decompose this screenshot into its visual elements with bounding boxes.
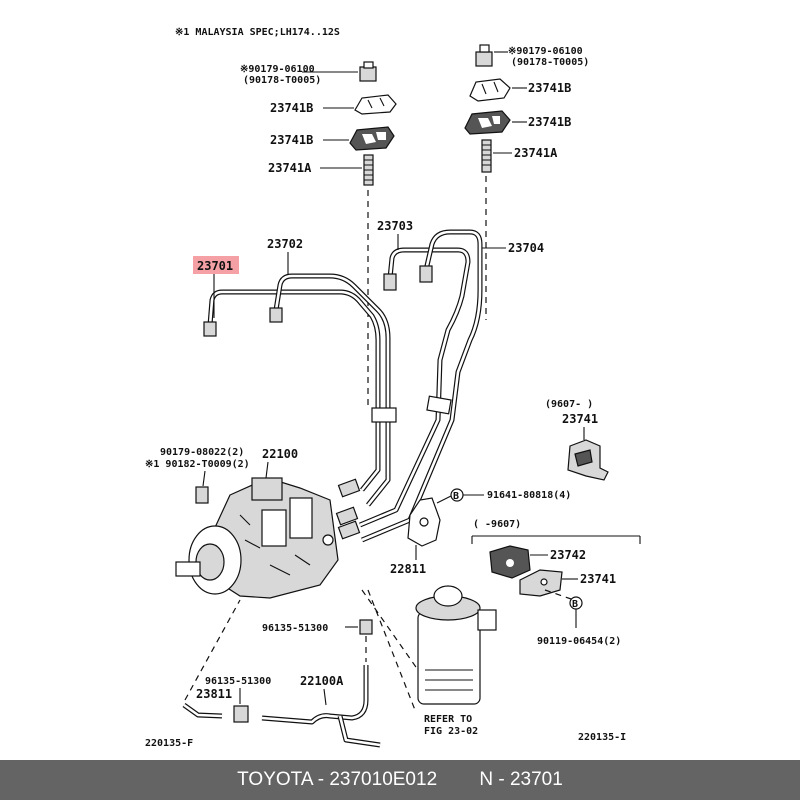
label-nut-right-b: (90178-T0005) (511, 57, 589, 68)
footer-brand-part: TOYOTA - 237010E012 (237, 769, 438, 790)
right-clamp-stack (464, 44, 527, 320)
label-91641: 91641-80818(4) (487, 490, 571, 501)
stud-icon-left (363, 154, 374, 186)
footer-catalog-number: N - 23701 (479, 769, 563, 790)
fuel-filter-icon (415, 585, 497, 705)
label-23704: 23704 (508, 241, 544, 255)
label-23741b-1: 23741B (270, 101, 313, 115)
label-23702: 23702 (267, 237, 303, 251)
label-range-from: (9607- ) (545, 399, 593, 410)
label-23811: 23811 (196, 687, 232, 701)
svg-text:B: B (572, 599, 578, 610)
nut-icon-right (475, 44, 493, 67)
part-number-footer: TOYOTA - 237010E012 N - 23701 (0, 760, 800, 800)
label-22811: 22811 (390, 562, 426, 576)
label-23741b-4: 23741B (528, 115, 571, 129)
label-refer-fig: FIG 23-02 (424, 726, 478, 737)
label-90119: 90119-06454(2) (537, 636, 621, 647)
label-23741-upper: 23741 (562, 412, 598, 426)
label-nut-left-b: (90178-T0005) (243, 75, 321, 86)
clamp-b-icon-right-lower (464, 110, 511, 135)
label-23701: 23701 (197, 259, 233, 273)
label-23741-lower: 23741 (580, 572, 616, 586)
stud-icon-right (481, 139, 492, 173)
nut-icon-left (359, 61, 377, 82)
fuel-injection-pipe-diagram: ※1 MALAYSIA SPEC;LH174..12S (145, 27, 641, 749)
label-nut-pump-b: ※1 90182-T0009(2) (145, 459, 250, 470)
label-23741a-left: 23741A (268, 161, 312, 175)
label-23741a-right: 23741A (514, 146, 558, 160)
label-23703: 23703 (377, 219, 413, 233)
label-96135-a: 96135-51300 (262, 623, 328, 634)
left-clamp-stack (302, 61, 397, 410)
svg-text:B: B (453, 491, 459, 502)
clamp-23741-icon-lower (519, 569, 563, 597)
label-refer-to: REFER TO (424, 714, 472, 725)
label-22100: 22100 (262, 447, 298, 461)
bolt-marker-icon-90119: B (569, 596, 583, 610)
label-fig-left: 220135-F (145, 738, 193, 749)
label-fig-right: 220135-I (578, 732, 626, 743)
label-nut-right-a: ※90179-06100 (508, 46, 583, 57)
highlight-23701 (193, 256, 239, 274)
label-nut-left-a: ※90179-06100 (240, 64, 315, 75)
spec-note: ※1 MALAYSIA SPEC;LH174..12S (175, 27, 340, 38)
label-nut-pump-a: 90179-08022(2) (160, 447, 244, 458)
hose-23811-icon (182, 702, 249, 723)
clamp-23741-icon-upper (567, 439, 609, 481)
bolt-marker-icon-91641: B (450, 488, 464, 502)
label-23742: 23742 (550, 548, 586, 562)
label-96135-b: 96135-51300 (205, 676, 271, 687)
clamp-b-icon-left-upper (354, 94, 397, 115)
footer-gap (437, 769, 479, 791)
label-23741b-2: 23741B (270, 133, 313, 147)
cushion-23742-icon (489, 545, 531, 579)
clamp-b-icon-left-lower (349, 126, 395, 151)
label-23741b-3: 23741B (528, 81, 571, 95)
clamp-b-icon-right-upper (469, 78, 511, 102)
label-22100a: 22100A (300, 674, 344, 688)
bracket-22811-icon (407, 497, 441, 547)
hose-22100a-icon (261, 665, 381, 748)
label-range-to: ( -9607) (473, 519, 521, 530)
nut-icon-pump (195, 486, 209, 504)
hose-96135-icon-upper (359, 619, 373, 635)
injection-pump-icon (175, 477, 339, 599)
injection-pipes (203, 229, 483, 543)
